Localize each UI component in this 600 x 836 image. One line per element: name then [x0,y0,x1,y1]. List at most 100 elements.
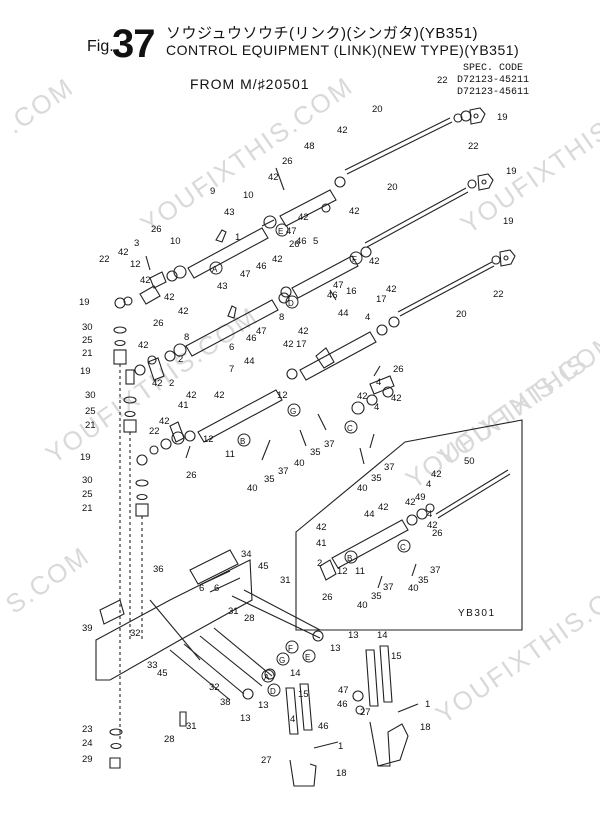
callout-text: 26 [322,592,333,603]
part-number-callout: 42 [178,306,189,317]
callout-text: 42 [391,393,402,404]
part-number-callout: 1 [235,232,240,243]
callout-text: 14 [377,630,388,641]
part-number-callout: 4 [376,377,381,388]
callout-text: C [400,543,406,552]
callout-text: 42 [378,502,389,513]
part-number-callout: 4 [365,312,370,323]
part-number-callout: 19 [497,112,508,123]
callout-text: 26 [186,470,197,481]
part-number-callout: 2 [169,378,174,389]
callout-text: 42 [357,391,368,402]
rod-20-mid [364,173,494,248]
callout-text: 23 [82,724,93,735]
callout-text: 46 [246,333,257,344]
callout-text: 42 [298,326,309,337]
callout-text: 35 [371,473,382,484]
part-number-callout: 47 [240,269,251,280]
callout-text: 4 [290,714,295,725]
callout-text: 27 [261,755,272,766]
callout-text: 8 [279,312,284,323]
part-number-callout: 37 [278,466,289,477]
rod-20-low [397,249,516,317]
part-number-callout: 25 [82,489,93,500]
reference-letter-callout: G [276,652,290,666]
callout-text: F [352,255,357,264]
part-number-callout: 5 [313,236,318,247]
reference-letter-callout: C [397,539,411,553]
reference-letter-callout: E [275,223,289,237]
link-shaft-7 [147,292,290,365]
callout-text: 40 [357,483,368,494]
callout-text: 44 [364,509,375,520]
reference-letter-callout: C [344,420,358,434]
part-number-callout: 42 [159,416,170,427]
part-number-callout: 14 [290,668,301,679]
callout-text: 37 [324,439,335,450]
part-number-callout: 49 [415,492,426,503]
callout-text: C [347,424,353,433]
part-number-callout: 21 [82,503,93,514]
callout-text: 42 [159,416,170,427]
lever-bracket-right [352,645,419,767]
part-number-callout: 30 [82,475,93,486]
part-number-callout: 42 [431,469,442,480]
callout-text: 10 [243,190,254,201]
callout-text: 44 [338,308,349,319]
lower-rods [149,589,324,727]
callout-text: 3 [134,238,139,249]
part-number-callout: 25 [82,335,93,346]
callout-text: 42 [152,378,163,389]
part-number-callout: 46 [296,236,307,247]
callout-text: 16 [346,286,357,297]
callout-text: 38 [220,697,231,708]
callout-text: 11 [355,566,365,577]
part-number-callout: 42 [405,497,416,508]
part-number-callout: 36 [153,564,164,575]
part-number-callout: 42 [316,522,327,533]
callout-text: 43 [217,281,228,292]
part-number-callout: 42 [272,254,283,265]
part-number-callout: 42 [152,378,163,389]
callout-text: 30 [82,322,93,333]
part-number-callout: 42 [298,326,309,337]
callout-text: 43 [224,207,235,218]
callout-text: 25 [85,406,96,417]
callout-text: 42 [369,256,380,267]
part-number-callout: 22 [468,141,479,152]
callout-text: 33 [147,660,158,671]
callout-text: E [278,227,283,236]
callout-text: 26 [289,239,300,250]
callout-text: 26 [282,156,293,167]
callout-text: 22 [493,289,504,300]
part-number-callout: 42 [118,247,129,258]
reference-letter-callout: F [349,251,363,265]
part-number-callout: 10 [243,190,254,201]
part-number-callout: 35 [371,473,382,484]
part-number-callout: 18 [420,722,431,733]
callout-text: 32 [209,682,220,693]
callout-text: 28 [244,613,255,624]
part-number-callout: 2 [317,558,322,569]
part-number-callout: 37 [430,565,441,576]
callout-text: 40 [247,483,258,494]
callout-text: 5 [313,236,318,247]
part-number-callout: 23 [82,724,93,735]
callout-text: 19 [503,216,514,227]
part-number-callout: 31 [280,575,291,586]
callout-text: 47 [333,280,344,291]
callout-text: 37 [384,462,395,473]
part-number-callout: 47 [338,685,349,696]
part-number-callout: 44 [338,308,349,319]
part-number-callout: 26 [153,318,164,329]
part-number-callout: 26 [322,592,333,603]
callout-text: A [264,673,270,682]
spec-code-value: D72123-45611 [457,87,530,98]
part-number-callout: 40 [357,600,368,611]
part-number-callout: 47 [286,226,297,237]
part-number-callout: 2 [178,354,183,365]
callout-text: 46 [256,261,267,272]
callout-text: G [290,407,296,416]
part-number-callout: 11 [225,449,235,460]
